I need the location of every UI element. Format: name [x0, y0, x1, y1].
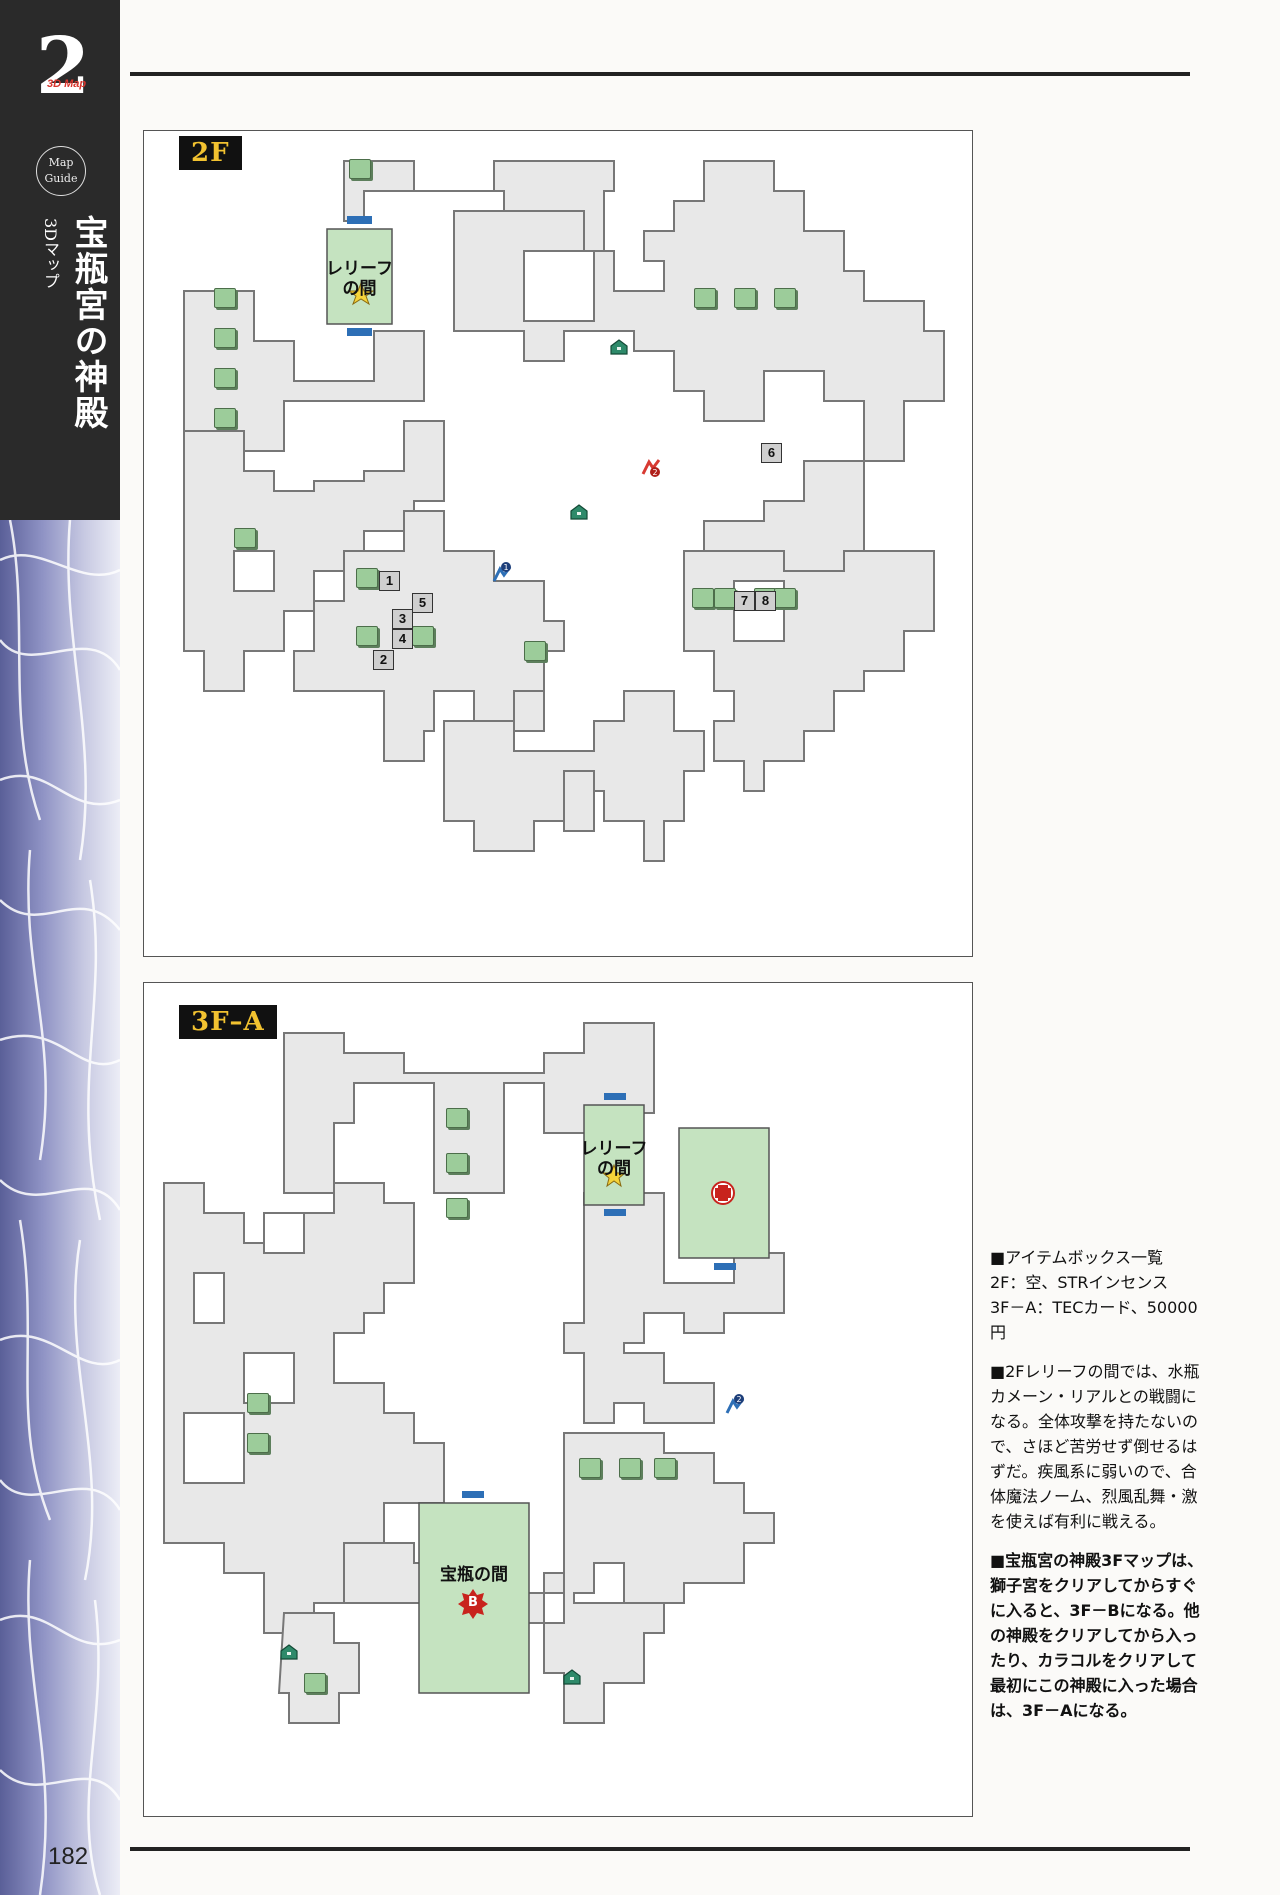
chapter-number: 2	[35, 21, 91, 112]
item-tile	[694, 288, 716, 308]
item-tile	[446, 1153, 468, 1173]
map-guide-badge: Map Guide	[36, 146, 86, 196]
item-tile	[356, 568, 378, 588]
item-tile	[356, 626, 378, 646]
spine-header-band	[0, 0, 120, 520]
map-3fa-panel: 3F–A レリーフ の間 宝瓶の間 B 2	[143, 982, 973, 1817]
number-marker-3: 3	[392, 609, 413, 629]
item-tile	[214, 368, 236, 388]
spine-web-pattern	[0, 520, 120, 1895]
warp-point-2-label: 2	[736, 1395, 741, 1404]
item-tile	[579, 1458, 601, 1478]
item-tile	[692, 588, 714, 608]
map-guide-badge-line1: Map	[48, 156, 74, 169]
item-tile	[247, 1393, 269, 1413]
item-tile	[412, 626, 434, 646]
treasure-chest-icon	[280, 1644, 298, 1660]
item-tile	[304, 1673, 326, 1693]
number-marker-5: 5	[412, 593, 433, 613]
item-tile	[247, 1433, 269, 1453]
treasure-chest-icon	[570, 504, 588, 520]
floor-label-2f: 2F	[179, 136, 242, 170]
item-tile	[654, 1458, 676, 1478]
item-tile	[446, 1108, 468, 1128]
warp-point-1-label: 1	[503, 563, 508, 572]
number-marker-8: 8	[755, 591, 776, 611]
warp-point-2-label: 2	[652, 468, 657, 477]
item-tile	[734, 288, 756, 308]
map-3fa-floorplan	[163, 1022, 785, 1724]
number-marker-2: 2	[373, 650, 394, 670]
item-tile	[214, 328, 236, 348]
map-2f-panel: 2F レリーフ の間 1 2 3 4 5 6 7 8 1 2	[143, 130, 973, 957]
item-tile	[446, 1198, 468, 1218]
chapter-spine: 2 3D Map Map Guide 宝瓶宮の神殿 3Dマップ	[0, 0, 120, 1895]
map-2f-floorplan	[183, 160, 945, 862]
number-marker-4: 4	[392, 629, 413, 649]
treasure-chest-icon	[610, 339, 628, 355]
number-marker-7: 7	[734, 591, 755, 611]
item-tile	[619, 1458, 641, 1478]
page-title: 宝瓶宮の神殿	[68, 215, 108, 431]
number-marker-6: 6	[761, 443, 782, 463]
item-tile	[214, 288, 236, 308]
warp-point-1-icon: 1	[492, 562, 512, 582]
relief-room-label-2f: レリーフ の間	[326, 259, 393, 299]
floor-label-3fa: 3F–A	[179, 1005, 277, 1039]
warp-point-2-icon: 2	[641, 459, 661, 477]
item-tile	[524, 641, 546, 661]
page-number: 182	[48, 1843, 89, 1870]
item-tile	[214, 408, 236, 428]
number-marker-1: 1	[379, 571, 400, 591]
relief-room-label-3fa: レリーフ の間	[580, 1139, 648, 1179]
battle-note: ■2Fレリーフの間では、水瓶カメーン・リアルとの戦闘になる。全体攻撃を持たないの…	[990, 1362, 1200, 1531]
bottom-divider	[130, 1847, 1190, 1851]
treasure-chest-icon	[563, 1669, 581, 1685]
item-box-list: ■アイテムボックス一覧 2F：空、STRインセンス 3F－A：TECカード、50…	[990, 1248, 1198, 1342]
item-tile	[234, 528, 256, 548]
item-tile	[774, 288, 796, 308]
top-divider	[130, 72, 1190, 76]
info-sidebar: ■アイテムボックス一覧 2F：空、STRインセンス 3F－A：TECカード、50…	[990, 1245, 1205, 1737]
boss-room-label: 宝瓶の間	[440, 1565, 508, 1585]
page-subtitle: 3Dマップ	[41, 218, 60, 290]
map-guide-badge-line2: Guide	[44, 172, 78, 185]
warp-point-2-icon: 2	[725, 1394, 745, 1414]
item-tile	[774, 588, 796, 608]
item-tile	[349, 159, 371, 179]
map-variant-note: ■宝瓶宮の神殿3Fマップは、獅子宮をクリアしてからすぐに入ると、3F－Bになる。…	[990, 1551, 1204, 1720]
item-tile	[714, 588, 736, 608]
chapter-tag: 3D Map	[47, 78, 87, 90]
boss-marker-label: B	[468, 1595, 478, 1610]
